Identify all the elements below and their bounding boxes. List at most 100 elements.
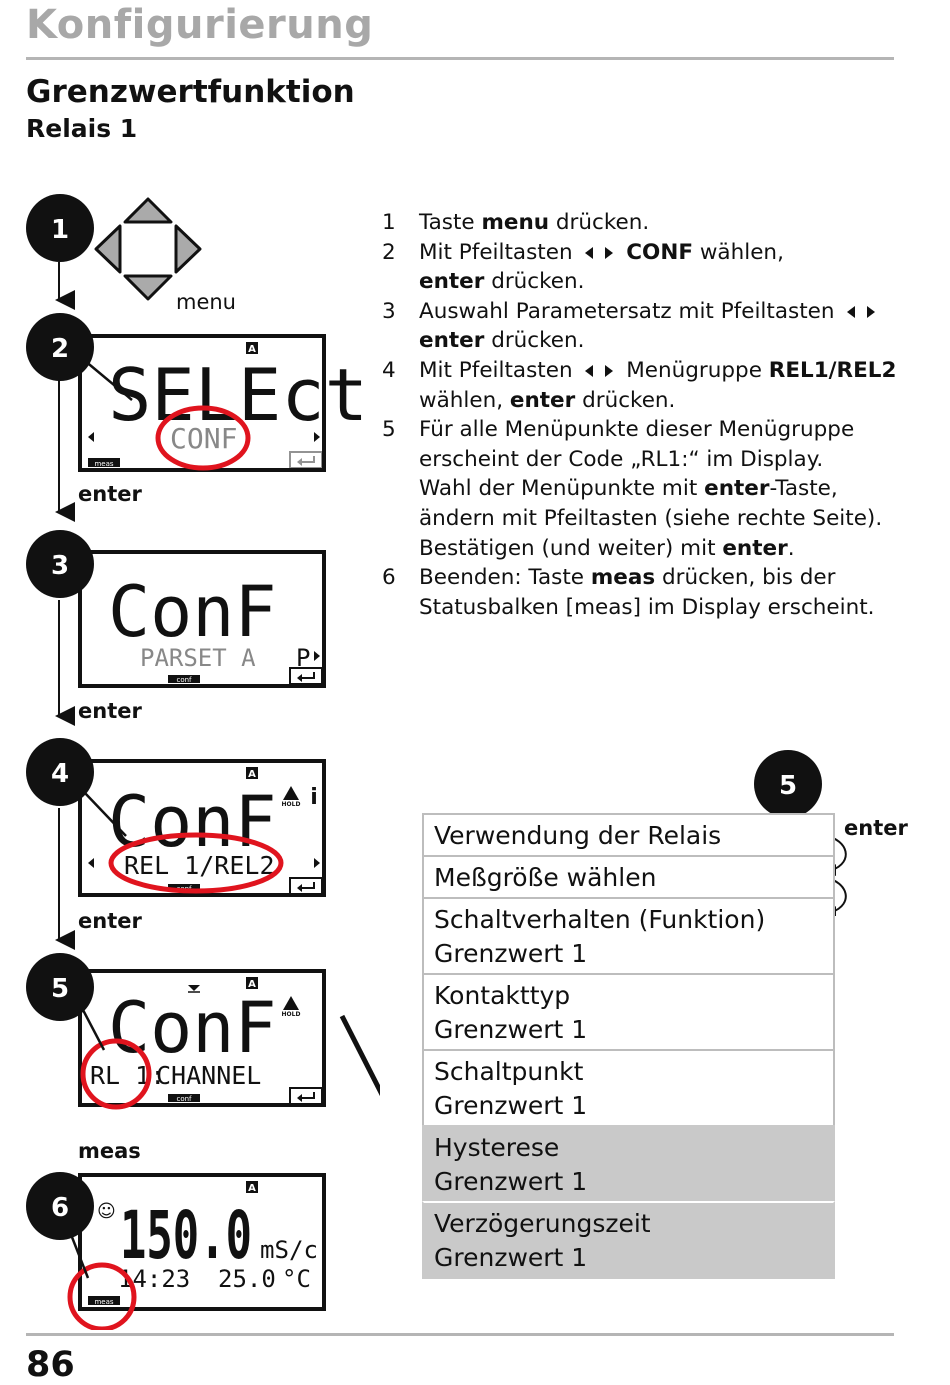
svg-text:1: 1 bbox=[51, 215, 69, 245]
step-text-segment: Wahl der Menüpunkte mit bbox=[419, 476, 705, 502]
footer-divider bbox=[26, 1333, 894, 1336]
svg-text:HOLD: HOLD bbox=[282, 801, 301, 808]
svg-text:meas: meas bbox=[94, 1298, 113, 1306]
step-number: 4 bbox=[382, 357, 396, 383]
display-main-text: SELEct bbox=[108, 353, 368, 437]
svg-text:REL 1/REL2: REL 1/REL2 bbox=[124, 851, 275, 880]
step-text-segment: Bestätigen (und weiter) mit bbox=[419, 535, 723, 561]
svg-text:mS/c: mS/c bbox=[260, 1236, 318, 1264]
step-text-segment: enter bbox=[722, 535, 788, 561]
step-text-segment: Taste bbox=[419, 210, 482, 235]
svg-text:ConF: ConF bbox=[108, 781, 277, 863]
display-sub-text: CONF bbox=[170, 422, 237, 455]
step-text-segment: CONF bbox=[626, 239, 694, 265]
step-text-segment: Mit Pfeiltasten bbox=[419, 357, 580, 383]
menu-item-title: Hysterese bbox=[434, 1133, 560, 1162]
step-text: Auswahl Parametersatz mit Pfeiltasten en… bbox=[419, 297, 902, 356]
step-badge: 1 bbox=[26, 194, 94, 262]
svg-text:2: 2 bbox=[51, 334, 69, 364]
header-title: Konfigurierung bbox=[26, 2, 374, 48]
step-badge: 2 bbox=[26, 313, 94, 381]
svg-text:PARSET A: PARSET A bbox=[140, 644, 256, 672]
menu-item-title: Verwendung der Relais bbox=[434, 821, 722, 850]
menu-item-subtitle: Grenzwert 1 bbox=[434, 1243, 588, 1272]
svg-text:HOLD: HOLD bbox=[282, 1011, 301, 1018]
step-text: Mit Pfeiltasten CONF wählen, enter drücke… bbox=[419, 238, 902, 297]
procedure-illustration: A SELEct CONF meas ConF PARSET A P conf … bbox=[26, 194, 380, 1330]
step-number: 3 bbox=[382, 298, 396, 324]
step-badge: 5 bbox=[26, 953, 94, 1021]
step-text-segment: Beenden: Taste bbox=[419, 565, 591, 591]
svg-text:25.0: 25.0 bbox=[218, 1265, 276, 1293]
menu-item-subtitle: Grenzwert 1 bbox=[434, 939, 588, 968]
svg-text:150.0: 150.0 bbox=[120, 1197, 252, 1274]
svg-text:A: A bbox=[248, 769, 256, 780]
display-conf-parset: ConF PARSET A P conf bbox=[78, 550, 326, 688]
step-number: 6 bbox=[382, 565, 396, 591]
arrow-left-icon bbox=[585, 246, 594, 259]
arrow-right-icon bbox=[605, 364, 614, 377]
menu-item-title: Verzögerungszeit bbox=[434, 1209, 651, 1238]
hold-warning-icon bbox=[283, 786, 299, 800]
step-number: 5 bbox=[382, 417, 396, 443]
step-badge: 3 bbox=[26, 530, 94, 598]
smiley-icon: ☺ bbox=[97, 1201, 116, 1222]
menu-item-title: Meßgröße wählen bbox=[434, 863, 657, 892]
step-badge: 4 bbox=[26, 738, 94, 806]
step-text-segment: enter bbox=[704, 476, 770, 502]
step-text-segment: REL1/REL2 bbox=[768, 357, 897, 383]
step-text: Für alle Menüpunkte dieser Menügruppe ers… bbox=[419, 415, 902, 563]
step-text-segment: drücken. bbox=[484, 269, 585, 295]
svg-text:3: 3 bbox=[51, 551, 69, 581]
menu-item: Meßgröße wählen bbox=[422, 855, 835, 897]
svg-text:4: 4 bbox=[51, 759, 69, 789]
arrow-left-icon bbox=[847, 305, 856, 318]
arrow-left-icon bbox=[585, 364, 594, 377]
step-text-segment: Statusbalken [meas] im Display erscheint… bbox=[419, 594, 875, 620]
svg-text:CHANNEL: CHANNEL bbox=[156, 1061, 261, 1090]
section-title: Grenzwertfunktion bbox=[26, 74, 355, 110]
menu-item-subtitle: Grenzwert 1 bbox=[434, 1091, 588, 1120]
step-text-segment: enter bbox=[419, 269, 485, 295]
step-text-segment: -Taste, bbox=[769, 476, 838, 502]
arrow-right-icon bbox=[867, 305, 876, 318]
step-number: 1 bbox=[382, 210, 396, 235]
step-text: Taste menu drücken. bbox=[419, 208, 902, 238]
step-text-segment: enter bbox=[419, 328, 485, 354]
step-text-segment: Für alle Menüpunkte dieser Menügruppe bbox=[419, 417, 855, 443]
header-divider bbox=[26, 57, 894, 60]
menu-item-title: Schaltpunkt bbox=[434, 1057, 584, 1086]
menu-key-label: menu bbox=[176, 290, 236, 314]
step-text-segment: wählen, bbox=[693, 239, 784, 265]
menu-item-subtitle: Grenzwert 1 bbox=[434, 1015, 588, 1044]
step-text-segment: erscheint der Code „RL1:“ im Display. bbox=[419, 446, 824, 472]
menu-item-subtitle: Grenzwert 1 bbox=[434, 1167, 588, 1196]
step-text-segment: drücken. bbox=[549, 210, 650, 235]
step-text-segment: meas bbox=[590, 565, 656, 591]
svg-text:conf: conf bbox=[176, 676, 192, 684]
arrow-keypad-icon bbox=[94, 197, 202, 301]
menu-item-title: Schaltverhalten (Funktion) bbox=[434, 905, 766, 934]
svg-text:5: 5 bbox=[779, 771, 797, 801]
step-text-segment: Mit Pfeiltasten bbox=[419, 239, 580, 265]
step-text-segment: menu bbox=[481, 210, 550, 235]
menu-enter-label: enter bbox=[844, 816, 908, 840]
enter-label: enter bbox=[78, 909, 142, 933]
svg-text:ConF: ConF bbox=[108, 987, 277, 1069]
display-select-conf: A SELEct CONF meas bbox=[78, 334, 368, 472]
svg-text:6: 6 bbox=[51, 1193, 69, 1223]
step-badge: 6 bbox=[26, 1172, 94, 1240]
step-text-segment: wählen, bbox=[419, 387, 510, 413]
step-text-segment: drücken. bbox=[484, 328, 585, 354]
arrow-right-icon bbox=[605, 246, 614, 259]
step-number: 2 bbox=[382, 239, 396, 265]
step-text-segment: drücken. bbox=[575, 387, 676, 413]
svg-text:conf: conf bbox=[176, 1095, 192, 1103]
meas-label: meas bbox=[78, 1139, 141, 1163]
